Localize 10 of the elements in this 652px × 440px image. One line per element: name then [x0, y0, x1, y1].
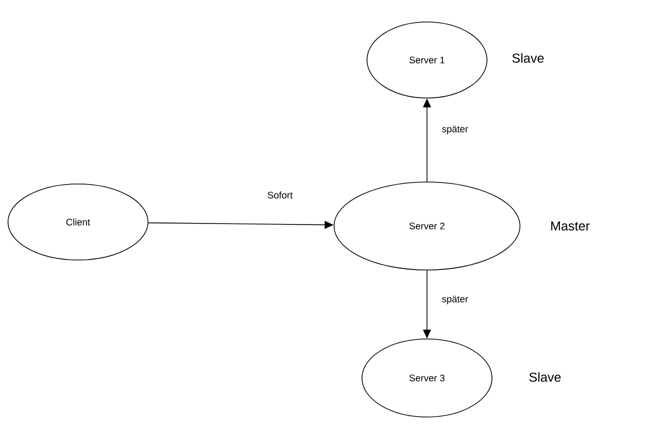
edge-label: später — [442, 126, 468, 134]
role-label: Slave — [512, 53, 544, 63]
ellipse-node: Server 1 — [366, 22, 488, 98]
role-label: Master — [551, 221, 590, 231]
ellipse-node: Server 3 — [362, 338, 492, 418]
edge-label: später — [442, 296, 468, 304]
role-label: Slave — [529, 372, 561, 382]
edge-label: Sofort — [268, 192, 293, 198]
ellipse-node: Server 2 — [334, 182, 520, 270]
ellipse-node: Client — [8, 184, 148, 260]
